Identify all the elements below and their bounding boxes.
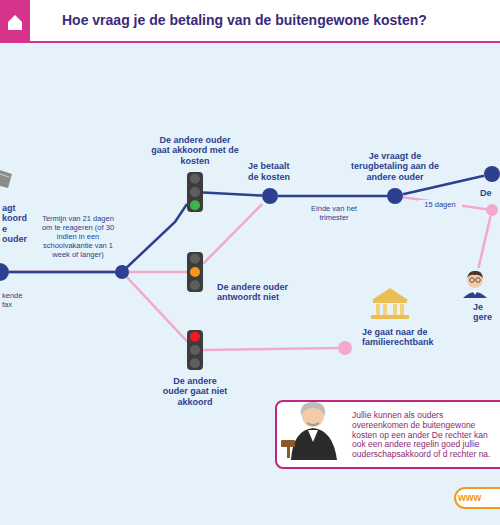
connector	[9, 272, 187, 341]
node-label: agt koord e ouder	[2, 203, 32, 244]
junction-dot	[486, 204, 498, 216]
step-dot: Je betaalt de kosten	[262, 188, 278, 204]
title: Hoe vraag je de betaling van de buitenge…	[62, 12, 427, 28]
connector	[9, 204, 187, 272]
note-box: Jullie kunnen als ouders overeenkomen de…	[275, 400, 500, 469]
node-label: Je betaalt de kosten	[248, 161, 300, 182]
title-band	[0, 0, 500, 42]
step-dot: De	[484, 166, 500, 182]
connector	[403, 197, 492, 268]
node-label: De andere ouder gaat akkoord met de kost…	[150, 135, 240, 166]
title-icon	[0, 0, 30, 41]
traffic-light: De andere ouder antwoordt niet	[187, 252, 203, 292]
traffic-light-body	[187, 330, 203, 370]
node-label: De	[480, 188, 496, 198]
traffic-light-body	[187, 172, 203, 212]
note-text: Jullie kunnen als ouders overeenkomen de…	[352, 411, 492, 460]
connector	[278, 195, 387, 198]
start-dot: agt koord e ouder	[0, 263, 9, 281]
court-dot: Je gaat naar de familierechtbank	[338, 341, 352, 355]
title-bar: Hoe vraag je de betaling van de buitenge…	[0, 0, 500, 42]
connector	[203, 348, 338, 350]
traffic-light-body	[187, 252, 203, 292]
judge-figure	[279, 390, 349, 460]
note-label: kende fax	[2, 292, 34, 309]
web-link: www	[458, 492, 498, 504]
letter-icon	[0, 170, 12, 188]
connector	[203, 192, 262, 195]
node-label: De andere ouder antwoordt niet	[217, 282, 295, 303]
node-label: Je gere	[473, 302, 499, 323]
edge-label: 15 dagen	[418, 200, 462, 209]
traffic-light: De andere ouder gaat akkoord met de kost…	[187, 172, 203, 212]
junction-dot	[115, 265, 129, 279]
node-label: Je vraagt de terugbetaling aan de andere…	[349, 151, 441, 182]
house-icon	[8, 15, 22, 30]
person-figure	[461, 268, 489, 298]
node-label: Je gaat naar de familierechtbank	[362, 327, 448, 348]
www-button	[455, 488, 500, 508]
node-label: De andere ouder gaat niet akkoord	[160, 376, 230, 407]
edge-label: Einde van het trimester	[298, 204, 370, 222]
courthouse-icon	[371, 288, 409, 319]
person-icon: Je gere	[461, 268, 489, 298]
title-rule	[0, 41, 500, 43]
traffic-light: De andere ouder gaat niet akkoord	[187, 330, 203, 370]
connector	[203, 204, 262, 264]
step-dot: Je vraagt de terugbetaling aan de andere…	[387, 188, 403, 204]
edge-label: Termijn van 21 dagen om te reageren (of …	[36, 214, 120, 259]
